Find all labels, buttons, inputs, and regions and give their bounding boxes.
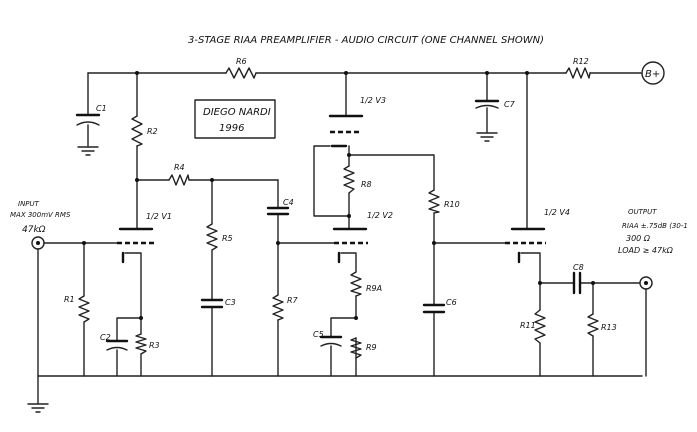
- triode-v1: [117, 227, 154, 264]
- capacitor-c4: [266, 206, 290, 216]
- triode-v2: [332, 227, 368, 264]
- label-r3: R3: [149, 341, 160, 350]
- label-r7: R7: [287, 296, 299, 305]
- resistor-r8: [343, 165, 355, 194]
- author-box: DIEGO NARDI 1996: [194, 99, 276, 139]
- resistor-r7: [272, 294, 284, 321]
- b-plus-terminal: B+: [641, 61, 665, 85]
- ground-symbol-c1: [77, 146, 99, 156]
- resistor-r4: [168, 174, 190, 186]
- resistor-r13: [587, 313, 599, 337]
- label-c4: C4: [283, 198, 294, 207]
- input-jack: [31, 236, 45, 377]
- output-label: OUTPUT: [628, 208, 657, 216]
- label-c1: C1: [96, 104, 107, 113]
- resistor-r10: [428, 189, 440, 214]
- label-v1: 1/2 V1: [146, 212, 172, 221]
- label-r13: R13: [601, 323, 617, 332]
- resistor-r3: [135, 333, 147, 355]
- label-r8: R8: [361, 180, 372, 189]
- label-r5: R5: [222, 234, 233, 243]
- ground-symbol-c7: [476, 132, 498, 142]
- label-r12: R12: [573, 57, 589, 66]
- label-r1: R1: [64, 295, 75, 304]
- output-impedance: 300 Ω: [626, 234, 651, 243]
- label-r11: R11: [520, 321, 536, 330]
- label-c3: C3: [225, 298, 236, 307]
- capacitor-c2: [105, 339, 129, 351]
- output-riaa-tolerance: RIAA ±.75dB (30-1: [622, 222, 688, 230]
- junction-dots: [82, 71, 595, 320]
- capacitor-c3: [200, 298, 224, 309]
- capacitor-c5: [319, 335, 343, 347]
- author-name: DIEGO NARDI: [203, 107, 271, 118]
- label-v2: 1/2 V2: [367, 211, 393, 220]
- label-r4: R4: [174, 163, 185, 172]
- input-max-level: MAX 300mV RMS: [10, 211, 71, 219]
- triode-v3: [328, 114, 364, 148]
- resistor-r11: [534, 309, 546, 344]
- label-c6: C6: [446, 298, 457, 307]
- label-r10: R10: [444, 200, 460, 209]
- label-c7: C7: [504, 100, 516, 109]
- triode-v4: [505, 227, 546, 264]
- resistor-r1: [78, 295, 90, 323]
- label-r2: R2: [147, 127, 158, 136]
- resistor-r12: [565, 67, 591, 79]
- label-r9a: R9A: [366, 284, 382, 293]
- input-label: INPUT: [18, 200, 40, 208]
- label-c8: C8: [573, 263, 584, 272]
- label-r9: R9: [366, 343, 377, 352]
- author-year: 1996: [219, 123, 244, 134]
- capacitor-c8: [572, 271, 582, 295]
- capacitor-c1: [75, 113, 101, 126]
- resistor-r5: [206, 223, 218, 251]
- resistor-r9a: [350, 271, 362, 297]
- diagram-title: 3-STAGE RIAA PREAMPLIFIER - AUDIO CIRCUI…: [188, 35, 544, 46]
- output-jack: [639, 276, 653, 377]
- capacitor-c6: [422, 303, 446, 314]
- label-c5: C5: [313, 330, 324, 339]
- output-load: LOAD ≥ 47kΩ: [618, 246, 674, 255]
- resistor-r6: [225, 67, 257, 79]
- ground-symbol-main: [27, 403, 49, 413]
- capacitor-c7: [474, 99, 500, 109]
- label-r6: R6: [236, 57, 247, 66]
- label-v3: 1/2 V3: [360, 96, 386, 105]
- b-plus-label: B+: [645, 69, 660, 80]
- resistor-r9: [350, 337, 362, 359]
- resistor-r2: [131, 115, 143, 147]
- label-v4: 1/2 V4: [544, 208, 570, 217]
- label-c2: C2: [100, 333, 111, 342]
- wiring: [37, 72, 643, 404]
- input-impedance: 47kΩ: [22, 225, 46, 235]
